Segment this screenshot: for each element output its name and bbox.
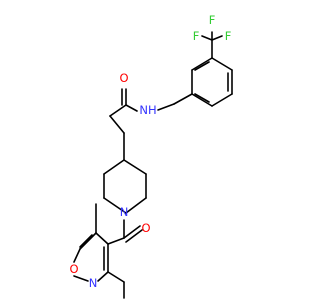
nitrogen-atom-label: N [89, 276, 98, 290]
bond [79, 234, 93, 248]
bond [103, 159, 125, 175]
bond [73, 275, 89, 282]
bond [191, 57, 213, 71]
molecule-structure: F F F O NH N O O N [69, 13, 233, 299]
bond [123, 159, 147, 175]
atom-label-layer: F F F O NH N O O N [69, 13, 231, 290]
bond [125, 229, 143, 243]
bond [107, 271, 125, 283]
oxygen-atom-label: O [69, 262, 78, 276]
bond [125, 104, 138, 112]
nitrogen-atom-label: N [120, 205, 129, 219]
nitrogen-atom-label: NH [139, 103, 156, 117]
oxygen-atom-label: O [119, 71, 128, 85]
bond [194, 93, 210, 103]
bond [173, 93, 193, 105]
bond [123, 225, 141, 239]
bond [107, 237, 125, 245]
bond [109, 104, 127, 117]
bond-layer [73, 31, 233, 299]
bond [201, 35, 213, 41]
bond [211, 93, 233, 107]
bond [157, 103, 175, 111]
fluorine-atom-label: F [209, 13, 216, 27]
fluorine-atom-label: F [193, 29, 200, 43]
bond [191, 93, 213, 107]
bond [211, 35, 223, 41]
bond [95, 232, 109, 245]
bond [73, 248, 81, 263]
bond [211, 57, 233, 71]
bond [109, 115, 125, 134]
bond [79, 232, 97, 250]
bond [97, 271, 109, 282]
fluorine-atom-label: F [225, 29, 232, 43]
bond [125, 197, 147, 214]
bond [194, 61, 210, 71]
bond [103, 197, 127, 214]
oxygen-atom-label: O [141, 221, 150, 235]
